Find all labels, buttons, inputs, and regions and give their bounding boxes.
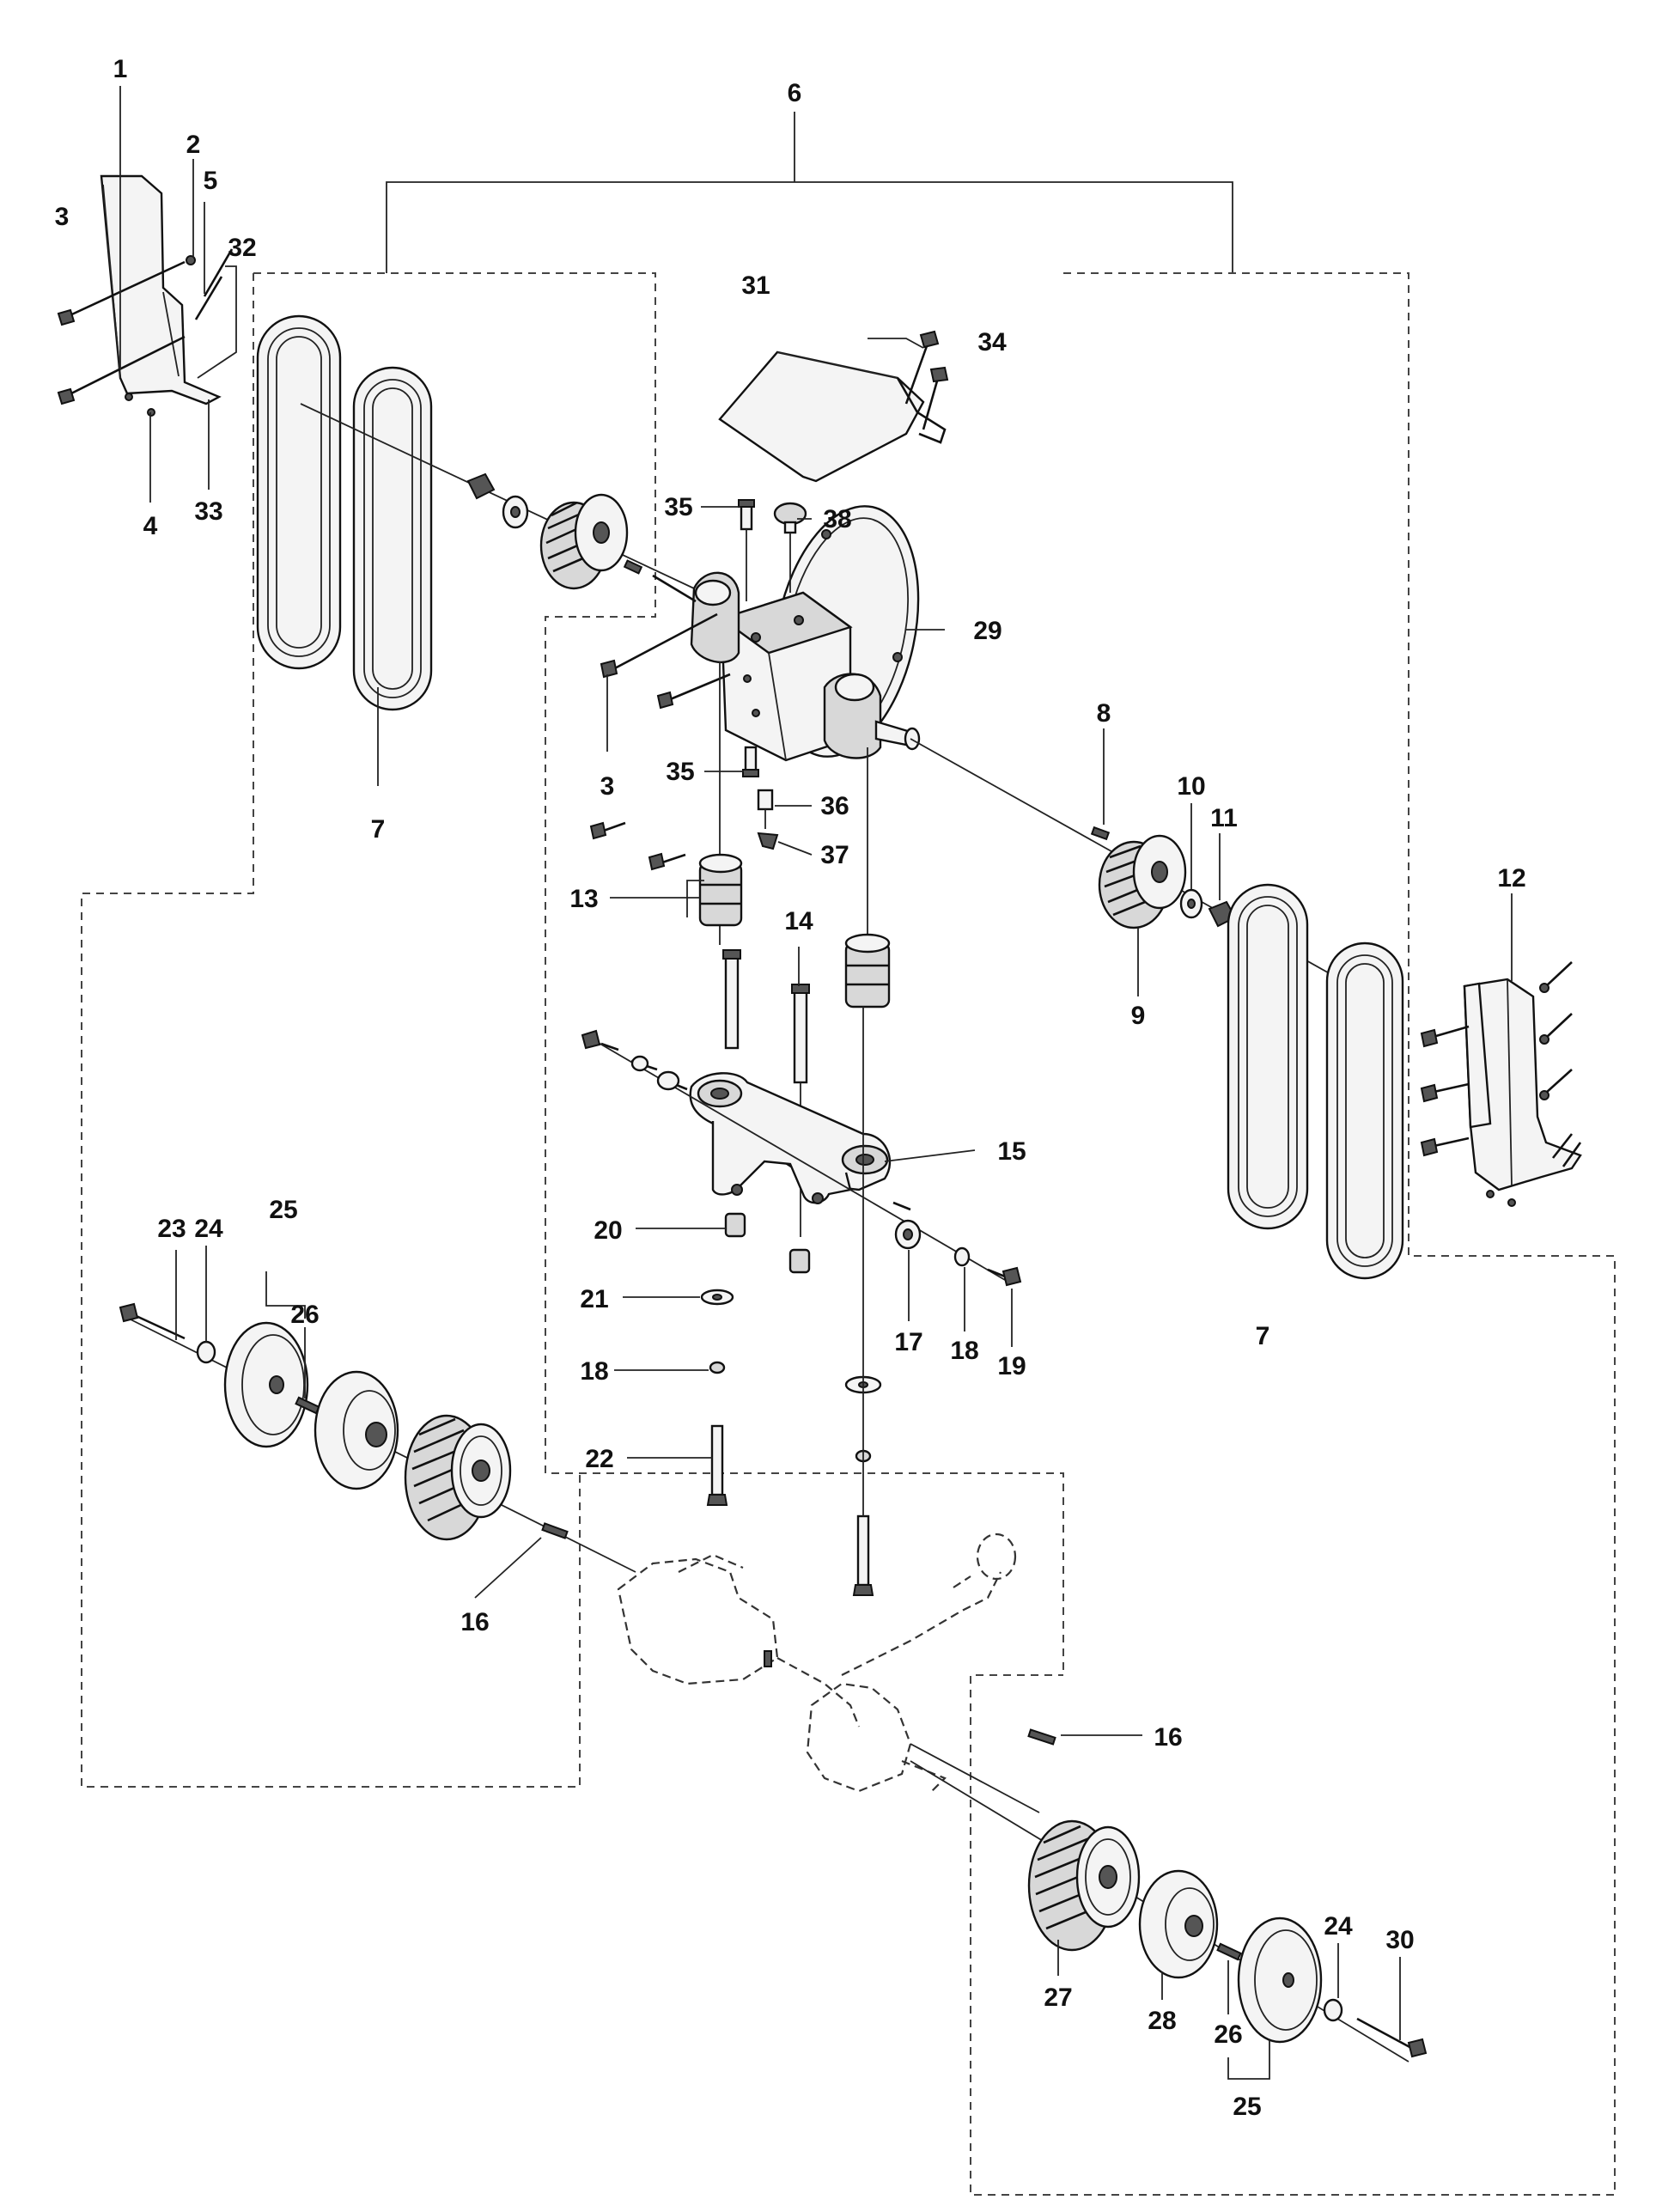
callout-28: 28 [1148,2007,1176,2035]
callout-23: 23 [157,1215,186,1243]
callout-12: 12 [1497,864,1525,893]
rubber-mounts [698,661,891,1009]
callout-17: 17 [894,1328,922,1356]
callout-19: 19 [997,1352,1026,1380]
callout-27: 27 [1044,1983,1072,2012]
callout-24: 24 [194,1215,223,1243]
callout-35: 35 [664,493,692,521]
callout-16: 16 [460,1608,489,1636]
callout-18: 18 [950,1337,978,1365]
callout-25: 25 [269,1196,297,1224]
left-drive-belts [256,314,433,711]
callout-20: 20 [594,1216,622,1245]
callout-14: 14 [784,907,813,935]
callout-labels: 1 2 3 3 4 5 6 7 7 8 9 10 11 12 13 14 15 … [55,55,1526,2121]
gearbox-fittings [738,499,807,850]
callout-38: 38 [823,505,851,533]
callout-3: 3 [600,772,615,801]
callout-36: 36 [820,792,849,820]
right-drive-belts [1227,883,1404,1280]
mounting-bracket [581,1029,1006,1281]
callout-10: 10 [1177,772,1205,801]
callout-21: 21 [580,1285,608,1313]
callout-15: 15 [997,1137,1026,1166]
left-belt-guard-plate [100,174,222,405]
callout-26: 26 [1214,2020,1242,2049]
callout-7: 7 [371,815,386,844]
gearbox-mount-bolts [589,612,731,871]
callout-4: 4 [143,512,158,540]
callout-33: 33 [194,497,222,526]
callout-1: 1 [113,55,128,83]
callout-26: 26 [290,1301,319,1329]
gearbox-housing [652,505,921,762]
callout-30: 30 [1385,1926,1414,1954]
callout-7: 7 [1256,1322,1270,1350]
callout-8: 8 [1097,699,1111,728]
callout-11: 11 [1210,804,1238,832]
callout-3: 3 [55,203,70,231]
callout-25: 25 [1233,2093,1261,2121]
right-shaft-hardware [910,738,1341,980]
callout-5: 5 [204,167,218,195]
callout-37: 37 [820,841,849,869]
callout-32: 32 [228,234,256,262]
left-shaft-axis-line [300,403,722,602]
guard-bolts-left [57,248,234,417]
right-belt-guard-plate [1420,961,1582,1207]
callout-24: 24 [1324,1912,1353,1941]
callout-2: 2 [186,131,201,159]
bracket-hardware [700,1007,1022,1596]
assembly-bracket [386,112,1233,273]
callout-18: 18 [580,1357,608,1386]
callout-9: 9 [1131,1002,1146,1030]
callout-22: 22 [585,1445,613,1473]
callout-6: 6 [788,79,802,107]
axle-housing-reference [617,1533,1040,1813]
gearbox-top-cover [718,330,949,483]
assembly-boundary-dashed [81,272,1616,2196]
leader-lines [119,86,1513,2080]
callout-34: 34 [977,328,1007,356]
callout-16: 16 [1154,1723,1182,1752]
lower-right-pulley-assembly [910,1728,1428,2063]
callout-13: 13 [569,885,598,913]
lower-left-pulley-assembly [119,1302,636,1573]
callout-31: 31 [741,271,770,300]
callout-35: 35 [666,758,694,786]
callout-29: 29 [973,617,1002,645]
